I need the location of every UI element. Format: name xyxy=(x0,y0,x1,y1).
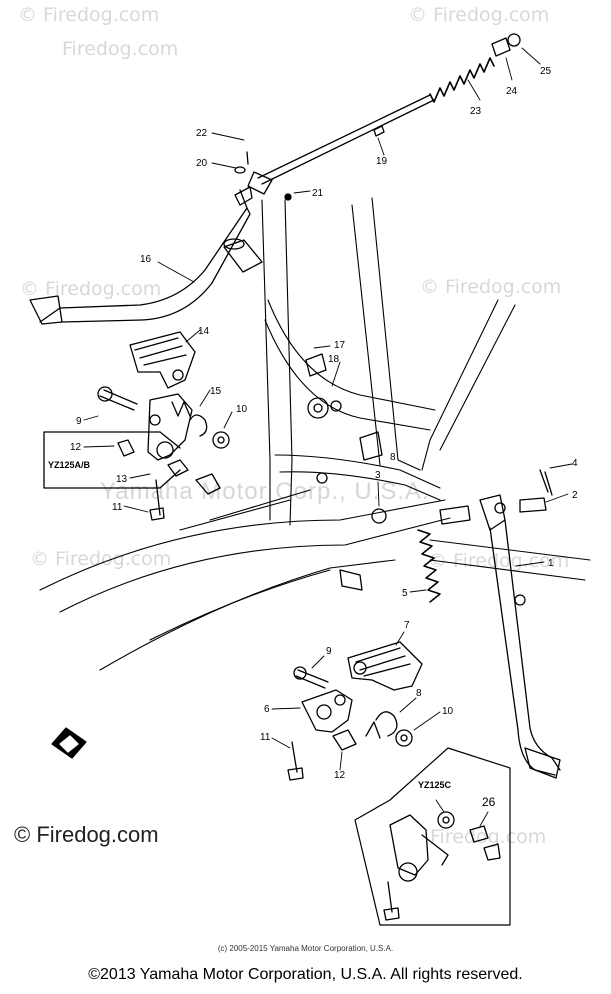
callout-7: 7 xyxy=(404,620,410,631)
watermark-lower-left: © Firedog.com xyxy=(30,548,172,570)
copyright-notice: ©2013 Yamaha Motor Corporation, U.S.A. A… xyxy=(88,966,523,983)
footrest-left xyxy=(97,331,230,521)
callout-12b: 12 xyxy=(334,770,346,781)
brake-rod xyxy=(247,94,435,195)
callout-25: 25 xyxy=(540,66,552,77)
callout-13: 13 xyxy=(116,474,128,485)
callout-16: 16 xyxy=(140,254,152,265)
callout-17: 17 xyxy=(334,340,346,351)
yz125ab-box xyxy=(43,431,181,489)
adjuster-25 xyxy=(491,33,521,57)
callout-22: 22 xyxy=(196,128,208,139)
yz125c-inset xyxy=(354,747,511,926)
callout-5: 5 xyxy=(402,588,408,599)
callout-4: 4 xyxy=(572,458,578,469)
callout-9a: 9 xyxy=(76,416,82,427)
watermark-mid-left: © Firedog.com xyxy=(20,278,162,300)
callout-24: 24 xyxy=(506,86,518,97)
callout-labels: 1 2 3 4 5 6 7 8 8 9 9 10 10 11 11 12 12 … xyxy=(48,66,578,809)
callout-8a: 8 xyxy=(416,688,422,699)
callout-1: 1 xyxy=(548,558,554,569)
callout-21: 21 xyxy=(312,188,324,199)
callout-19: 19 xyxy=(376,156,388,167)
callout-18: 18 xyxy=(328,354,340,365)
watermark-top-left-2: Firedog.com xyxy=(62,38,179,60)
callout-11b: 11 xyxy=(260,732,271,743)
callout-20: 20 xyxy=(196,158,208,169)
watermark-center: Yamaha Motor Corp., U.S.A. xyxy=(100,478,430,505)
frame-brackets xyxy=(305,353,471,591)
watermark-mid-right: © Firedog.com xyxy=(420,276,562,298)
footrest-right xyxy=(287,641,423,781)
callout-14: 14 xyxy=(198,326,210,337)
watermark-bottom-left: © Firedog.com xyxy=(14,822,159,847)
callout-10b: 10 xyxy=(442,706,454,717)
watermark-top-left: © Firedog.com xyxy=(18,4,160,26)
internal-copyright: (c) 2005-2015 Yamaha Motor Corporation, … xyxy=(217,944,394,953)
callout-9b: 9 xyxy=(326,646,332,657)
pin-20-22 xyxy=(234,151,292,201)
brake-pedal xyxy=(29,186,263,325)
callout-11a: 11 xyxy=(112,502,123,513)
callout-10a: 10 xyxy=(236,404,248,415)
callout-6: 6 xyxy=(264,704,270,715)
watermark-lower-right: © Firedog.com xyxy=(428,550,570,572)
callout-8b: 8 xyxy=(390,452,396,463)
leader-lines xyxy=(83,47,573,827)
callout-23: 23 xyxy=(470,106,482,117)
callout-15: 15 xyxy=(210,386,222,397)
callout-12a: 12 xyxy=(70,442,82,453)
callout-3: 3 xyxy=(375,470,381,481)
sidestand-spring xyxy=(417,529,441,603)
watermark-top-right: © Firedog.com xyxy=(408,4,550,26)
callout-2: 2 xyxy=(572,490,578,501)
sidestand xyxy=(479,469,561,779)
callout-26: 26 xyxy=(482,795,496,809)
model-label-yz125c: YZ125C xyxy=(418,780,452,790)
front-arrow-icon xyxy=(51,727,87,759)
model-label-yz125ab: YZ125A/B xyxy=(48,460,91,470)
brake-spring xyxy=(429,57,495,103)
frame-outline xyxy=(39,197,591,671)
